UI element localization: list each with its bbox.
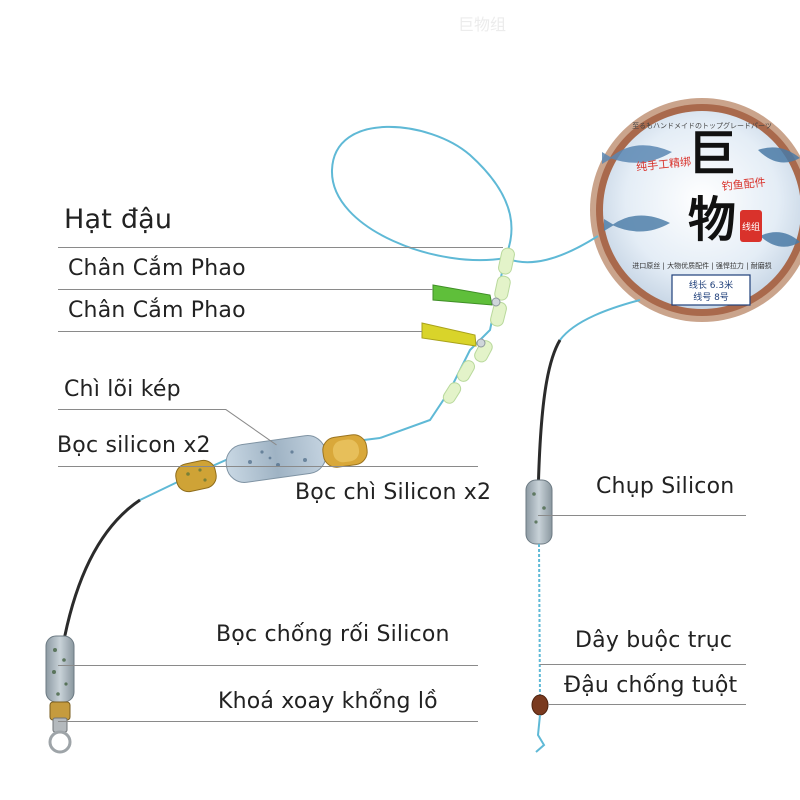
leader-boc-silicon (58, 466, 478, 467)
silicon-cap (525, 479, 553, 545)
stopper-bead (531, 694, 549, 716)
leader-khoa-xoay (58, 721, 478, 722)
label-chi-loi-kep: Chì lõi kép (64, 377, 181, 402)
label-boc-chong-roi: Bọc chống rối Silicon (216, 622, 450, 647)
braided-leader-right (536, 339, 562, 501)
fish-icon (604, 215, 670, 232)
svg-text:线组: 线组 (742, 221, 760, 233)
leader-day-buoc-truc (540, 664, 746, 665)
braided-leader-left (62, 498, 141, 641)
glow-bead-stack (442, 247, 515, 404)
leader-chan-cam-phao-2 (58, 331, 422, 332)
label-khoa-xoay: Khoá xoay khổng lồ (218, 689, 438, 714)
line-spool: 至るもハンドメイドのトップグレードパーツ 巨 物 纯手工精绑 钓鱼配件 线组 进… (590, 98, 800, 322)
anti-tangle-sleeve (45, 635, 75, 703)
label-boc-silicon: Bọc silicon x2 (57, 433, 211, 458)
watermark-text: 巨物组 (458, 15, 506, 34)
spool-side-badge: 线组 (740, 210, 762, 242)
spool-title-bottom: 物 (688, 192, 736, 248)
line-spool-to-hook (559, 299, 641, 341)
silicon-sleeve-left (175, 459, 217, 493)
double-core-sinker (225, 435, 327, 483)
swivel-snap (48, 701, 72, 754)
fish-icon (602, 145, 672, 164)
leader-hat-dau (58, 247, 503, 248)
spool-title-top: 巨 (688, 126, 736, 182)
hook-tie-line (538, 543, 541, 701)
hook-tie-knot (535, 714, 546, 753)
silicon-sinker-sleeve-right (322, 434, 368, 468)
float-stem-yellow (421, 322, 486, 348)
leader-dau-chong-tuot (548, 704, 746, 705)
label-chan-cam-phao-2: Chân Cắm Phao (68, 298, 246, 323)
label-dau-chong-tuot: Đậu chống tuột (564, 673, 738, 698)
spool-top-text: 至るもハンドメイドのトップグレードパーツ (632, 121, 772, 130)
leader-boc-chong-roi (58, 665, 478, 666)
leader-chup-silicon (538, 515, 746, 516)
spool-red-line-1: 纯手工精绑 (636, 154, 692, 174)
float-stem-green (432, 284, 501, 307)
label-chan-cam-phao-1: Chân Cắm Phao (68, 256, 246, 281)
label-boc-chi-silicon: Bọc chì Silicon x2 (295, 480, 492, 505)
spool-spec-line-2: 线号 8号 (693, 291, 729, 303)
fish-icon (758, 147, 800, 163)
spool-spec-line-1: 线长 6.3米 (689, 279, 733, 291)
label-chup-silicon: Chụp Silicon (596, 474, 735, 499)
leader-chan-cam-phao-1 (58, 289, 433, 290)
label-hat-dau: Hạt đậu (64, 204, 173, 235)
spool-red-line-2: 钓鱼配件 (721, 175, 766, 194)
leader-chi-loi-kep (58, 409, 226, 410)
label-day-buoc-truc: Dây buộc trục (575, 628, 733, 653)
spool-spec-box (671, 274, 751, 306)
fish-icon (760, 232, 800, 247)
spool-features: 进口原丝 | 大物优质配件 | 强悍拉力 | 耐磨损 (632, 261, 771, 270)
